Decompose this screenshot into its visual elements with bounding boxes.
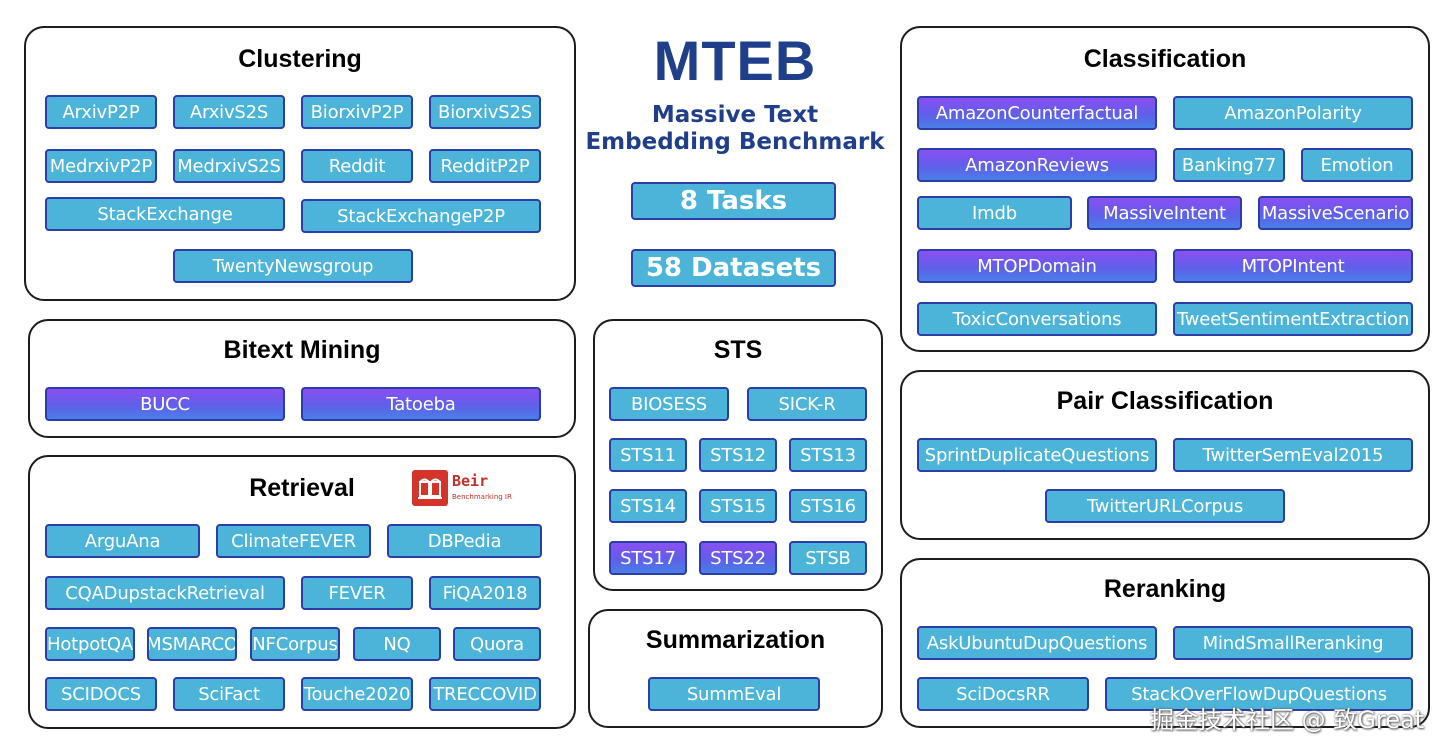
dataset-chip: MindSmallReranking — [1173, 626, 1413, 660]
dataset-chip: Imdb — [917, 196, 1072, 230]
dataset-chip: Emotion — [1301, 148, 1413, 182]
dataset-chip: BUCC — [45, 387, 285, 421]
dataset-chip: MSMARCO — [147, 627, 237, 661]
dataset-chip: BIOSESS — [609, 387, 729, 421]
beir-logo-icon — [412, 470, 448, 506]
dataset-chip: MassiveIntent — [1087, 196, 1242, 230]
subtitle-line-1: Massive Text — [651, 102, 819, 128]
dataset-chip: SCIDOCS — [45, 677, 157, 711]
dataset-chip: NFCorpus — [250, 627, 340, 661]
datasets-count-badge: 58 Datasets — [631, 249, 836, 287]
beir-logo-text: Beir — [452, 472, 489, 490]
dataset-chip: TwentyNewsgroup — [173, 249, 413, 283]
dataset-chip: TRECCOVID — [429, 677, 541, 711]
dataset-chip: NQ — [353, 627, 441, 661]
dataset-chip: ArguAna — [45, 524, 200, 558]
dataset-chip: StackOverFlowDupQuestions — [1105, 677, 1413, 711]
dataset-chip: STS14 — [609, 489, 687, 523]
reranking-title: Reranking — [1103, 575, 1227, 603]
dataset-chip: SciFact — [173, 677, 285, 711]
dataset-chip: SICK-R — [747, 387, 867, 421]
dataset-chip: STS12 — [699, 438, 777, 472]
dataset-chip: SummEval — [648, 677, 820, 711]
dataset-chip: SciDocsRR — [917, 677, 1089, 711]
dataset-chip: CQADupstackRetrieval — [45, 576, 285, 610]
dataset-chip: DBPedia — [387, 524, 542, 558]
dataset-chip: RedditP2P — [429, 149, 541, 183]
dataset-chip: STS17 — [609, 541, 687, 575]
dataset-chip: SprintDuplicateQuestions — [917, 438, 1157, 472]
dataset-chip: TwitterURLCorpus — [1045, 489, 1285, 523]
dataset-chip: FEVER — [301, 576, 413, 610]
dataset-chip: ArxivS2S — [173, 95, 285, 129]
dataset-chip: Quora — [453, 627, 541, 661]
dataset-chip: MassiveScenario — [1258, 196, 1413, 230]
dataset-chip: Reddit — [301, 149, 413, 183]
dataset-chip: AskUbuntuDupQuestions — [917, 626, 1157, 660]
dataset-chip: Touche2020 — [301, 677, 413, 711]
classification-panel: Classification — [900, 26, 1430, 352]
dataset-chip: STS22 — [699, 541, 777, 575]
beer-mugs-icon — [418, 478, 442, 499]
dataset-chip: ToxicConversations — [917, 302, 1157, 336]
mteb-title: MTEB — [653, 29, 817, 92]
dataset-chip: TweetSentimentExtraction — [1173, 302, 1413, 336]
dataset-chip: MTOPIntent — [1173, 249, 1413, 283]
dataset-chip: AmazonPolarity — [1173, 96, 1413, 130]
dataset-chip: STS11 — [609, 438, 687, 472]
dataset-chip: ArxivP2P — [45, 95, 157, 129]
dataset-chip: Tatoeba — [301, 387, 541, 421]
subtitle-line-2: Embedding Benchmark — [585, 129, 885, 155]
dataset-chip: ClimateFEVER — [216, 524, 371, 558]
dataset-chip: TwitterSemEval2015 — [1173, 438, 1413, 472]
clustering-title: Clustering — [238, 45, 362, 73]
classification-title: Classification — [1083, 45, 1247, 73]
watermark: 掘金技术社区 @ 致Great — [1150, 706, 1425, 734]
dataset-chip: STS16 — [789, 489, 867, 523]
dataset-chip: StackExchange — [45, 197, 285, 231]
dataset-chip: HotpotQA — [45, 627, 135, 661]
dataset-chip: MTOPDomain — [917, 249, 1157, 283]
retrieval-title: Retrieval — [249, 474, 355, 502]
dataset-chip: STSB — [789, 541, 867, 575]
dataset-chip: StackExchangeP2P — [301, 199, 541, 233]
dataset-chip: Banking77 — [1173, 148, 1285, 182]
pair-classification-title: Pair Classification — [1056, 387, 1274, 415]
dataset-chip: BiorxivS2S — [429, 95, 541, 129]
mteb-subtitle: Massive Text Embedding Benchmark — [580, 102, 890, 156]
dataset-chip: STS15 — [699, 489, 777, 523]
bitext-mining-title: Bitext Mining — [223, 336, 381, 364]
dataset-chip: MedrxivP2P — [45, 149, 157, 183]
dataset-chip: MedrxivS2S — [173, 149, 285, 183]
dataset-chip: STS13 — [789, 438, 867, 472]
tasks-count-badge: 8 Tasks — [631, 182, 836, 220]
dataset-chip: AmazonCounterfactual — [917, 96, 1157, 130]
dataset-chip: AmazonReviews — [917, 148, 1157, 182]
dataset-chip: FiQA2018 — [429, 576, 541, 610]
beir-logo-subtext: Benchmarking IR — [452, 493, 512, 501]
sts-title: STS — [713, 336, 763, 364]
dataset-chip: BiorxivP2P — [301, 95, 413, 129]
summarization-title: Summarization — [645, 626, 826, 654]
